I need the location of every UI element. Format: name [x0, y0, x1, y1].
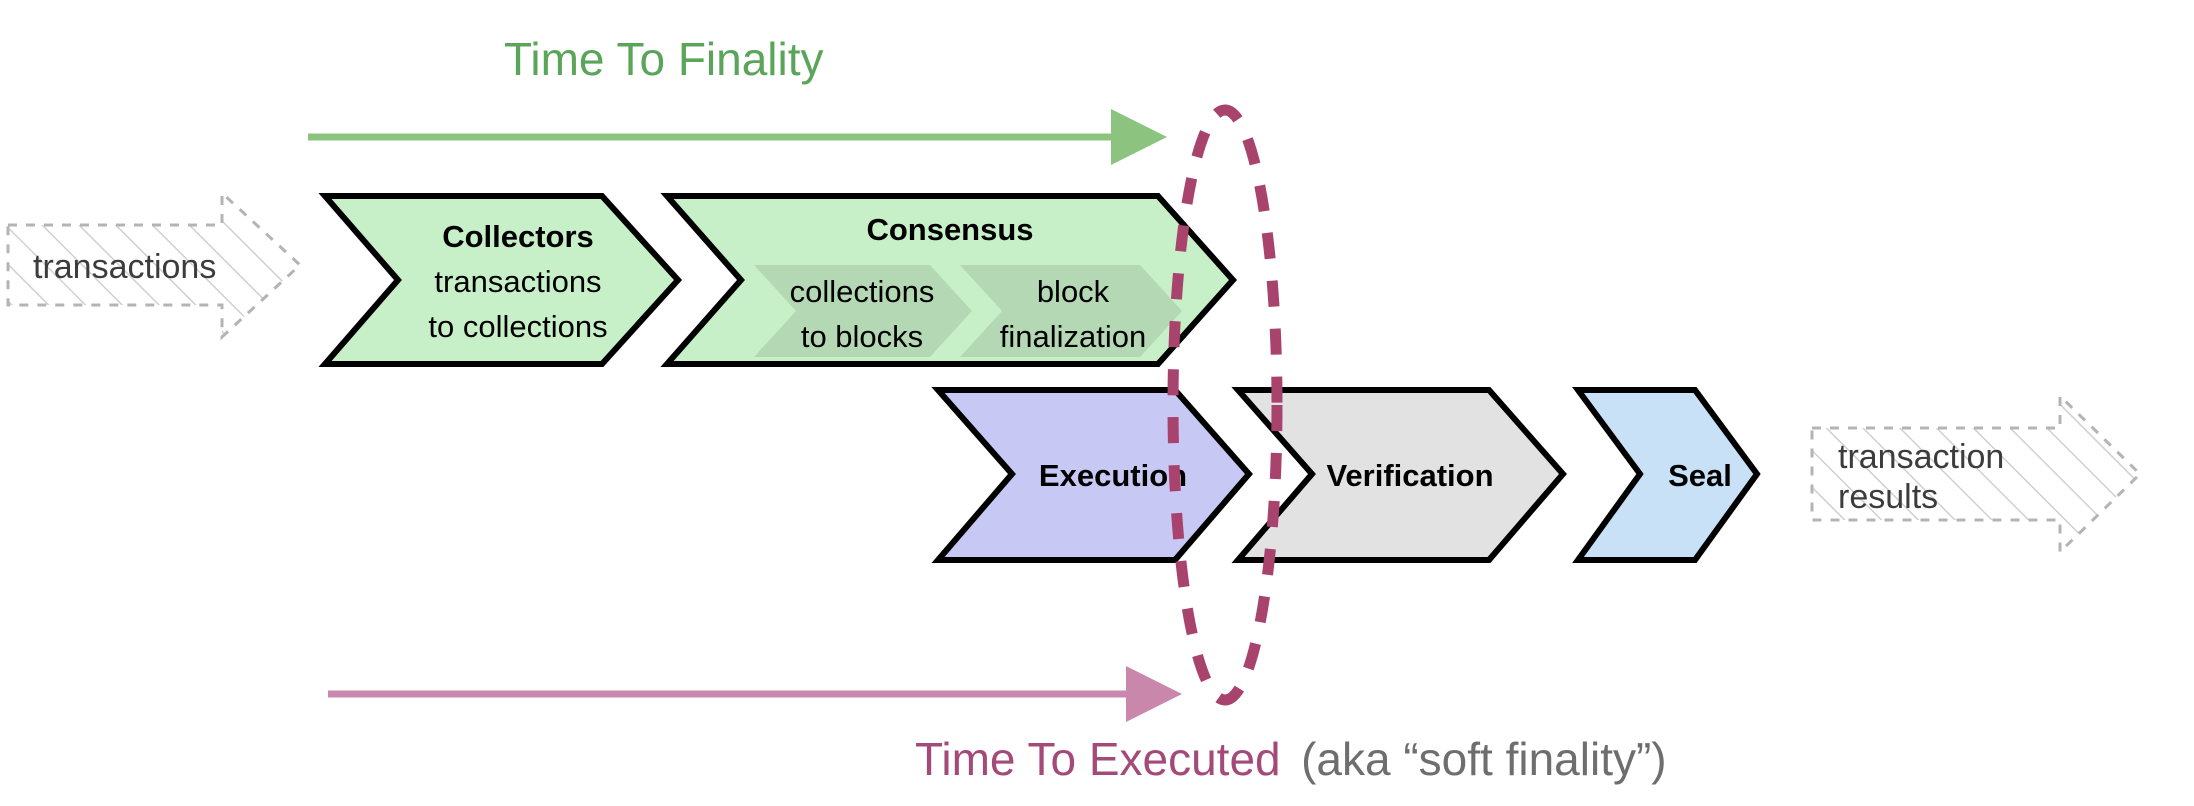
transactions-arrow-shape	[6, 189, 303, 341]
block-finalization-line1: block	[1037, 274, 1110, 309]
transaction-results-label-line1: transaction	[1838, 438, 2004, 476]
seal-stage[interactable]: Seal	[1572, 387, 1761, 563]
collectors-subtitle-line2: to collections	[428, 309, 607, 344]
time-to-executed-label-group: Time To Executed (aka “soft finality”)	[915, 733, 1667, 785]
verification-chevron-shape	[1231, 387, 1567, 563]
collectors-title: Collectors	[442, 219, 594, 254]
consensus-substage-collections-to-blocks[interactable]: collections to blocks	[754, 265, 972, 357]
block-finalization-shape	[960, 265, 1182, 357]
transaction-results-output-arrow: transaction results	[1810, 392, 2143, 556]
seal-chevron-shape	[1572, 387, 1761, 563]
execution-stage[interactable]: Execution	[931, 387, 1253, 563]
time-to-executed-suffix: (aka “soft finality”)	[1301, 733, 1667, 785]
transaction-results-arrow-shape	[1810, 392, 2143, 556]
seal-title: Seal	[1668, 458, 1732, 493]
collections-to-blocks-shape	[754, 265, 972, 357]
collectors-subtitle-line1: transactions	[434, 264, 601, 299]
consensus-stage[interactable]: Consensus collections to blocks block fi…	[660, 193, 1238, 367]
collections-to-blocks-line2: to blocks	[801, 319, 923, 354]
verification-title: Verification	[1326, 458, 1493, 493]
time-to-executed-label: Time To Executed	[915, 733, 1281, 785]
collections-to-blocks-line1: collections	[790, 274, 935, 309]
transactions-input-arrow: transactions	[6, 189, 303, 341]
time-to-executed-annotation: Time To Executed (aka “soft finality”)	[328, 666, 1667, 785]
dashed-ellipse-finality-marker	[1167, 104, 1283, 706]
time-to-finality-label: Time To Finality	[504, 33, 824, 85]
time-to-finality-annotation: Time To Finality	[308, 33, 1167, 165]
verification-stage[interactable]: Verification	[1231, 387, 1567, 563]
execution-title: Execution	[1039, 458, 1187, 493]
block-finalization-line2: finalization	[1000, 319, 1146, 354]
consensus-title: Consensus	[866, 212, 1033, 247]
transactions-input-label: transactions	[33, 248, 216, 286]
collectors-stage[interactable]: Collectors transactions to collections	[318, 193, 683, 367]
collectors-chevron-shape	[318, 193, 683, 367]
consensus-substage-block-finalization[interactable]: block finalization	[960, 265, 1182, 357]
transaction-results-label-line2: results	[1838, 478, 1938, 516]
